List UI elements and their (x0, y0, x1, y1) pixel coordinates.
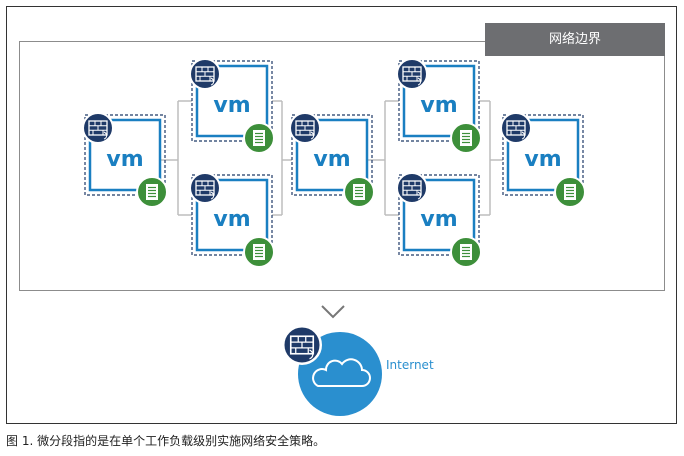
policy-document-icon (136, 176, 168, 208)
vm-label: vm (106, 147, 143, 172)
microsegment-boundary (191, 174, 273, 256)
policy-document-icon (554, 176, 586, 208)
vm-label: vm (524, 147, 561, 172)
network-boundary (19, 41, 665, 291)
microsegment-boundary (502, 114, 584, 196)
vm-workload: vm (396, 172, 482, 268)
vm-workload: vm (82, 112, 168, 208)
microsegment-boundary (398, 60, 480, 142)
vm-label: vm (420, 207, 457, 232)
firewall-icon (396, 58, 428, 90)
policy-document-icon (243, 236, 275, 268)
policy-document-icon (450, 122, 482, 154)
vm-workload: vm (289, 112, 375, 208)
internet-label: Internet (386, 358, 434, 372)
microsegment-boundary (398, 174, 480, 256)
vm-workload: vm (396, 58, 482, 154)
vm-label: vm (420, 93, 457, 118)
microsegment-boundary (191, 60, 273, 142)
microsegment-boundary (84, 114, 166, 196)
figure-frame (6, 6, 677, 424)
policy-document-icon (243, 122, 275, 154)
firewall-icon (82, 112, 114, 144)
vm-label: vm (213, 207, 250, 232)
firewall-icon (396, 172, 428, 204)
figure-caption: 图 1. 微分段指的是在单个工作负载级别实施网络安全策略。 (6, 434, 326, 448)
vm-label: vm (313, 147, 350, 172)
vm-units: vm vm vm vm vm vm vm (82, 58, 586, 268)
firewall-icon (189, 58, 221, 90)
firewall-icon (189, 172, 221, 204)
vm-workload: vm (189, 58, 275, 154)
vm-workload: vm (189, 172, 275, 268)
vm-workload: vm (500, 112, 586, 208)
firewall-icon (289, 112, 321, 144)
policy-document-icon (343, 176, 375, 208)
connector-lines (160, 100, 503, 216)
chevron-down-icon (321, 305, 345, 319)
internet-firewall-icon (282, 325, 322, 365)
vm-label: vm (213, 93, 250, 118)
microsegment-boundary (291, 114, 373, 196)
cloud-icon (312, 358, 371, 387)
firewall-icon (500, 112, 532, 144)
network-boundary-label: 网络边界 (485, 23, 665, 56)
policy-document-icon (450, 236, 482, 268)
